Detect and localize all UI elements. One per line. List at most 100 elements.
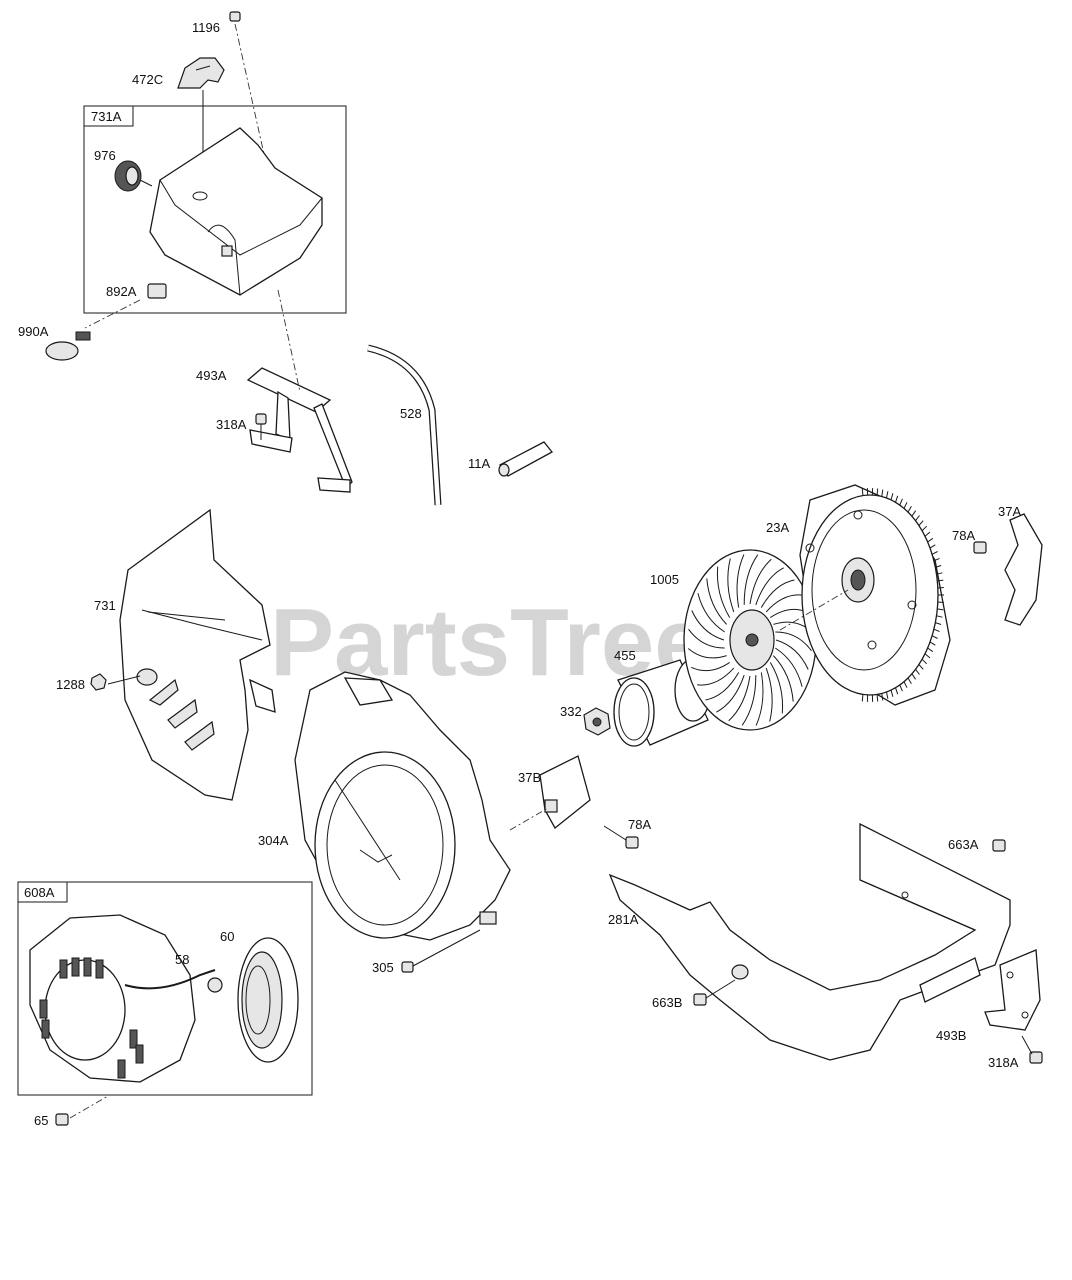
part-990A-knob[interactable] [45, 331, 91, 361]
flywheel-tooth [861, 694, 864, 702]
label-608A[interactable]: 608A [24, 885, 55, 900]
starter-vent-slot [41, 1019, 50, 1039]
label-493A[interactable]: 493A [196, 368, 227, 383]
starter-vent-slot [59, 959, 68, 979]
fan-blade [755, 567, 784, 606]
flywheel-tooth [881, 489, 884, 497]
label-37A[interactable]: 37A [998, 504, 1021, 519]
label-663A[interactable]: 663A [948, 837, 979, 852]
label-528[interactable]: 528 [400, 406, 422, 421]
label-990A[interactable]: 990A [18, 324, 49, 339]
part-37B-shield[interactable] [539, 755, 591, 829]
part-731-air-guide[interactable] [119, 508, 276, 801]
label-78A-mid[interactable]: 78A [628, 817, 651, 832]
part-493B-bracket[interactable] [984, 949, 1041, 1031]
fan-blade [697, 593, 725, 633]
flywheel-tooth [933, 628, 940, 633]
box-608A [17, 881, 313, 1096]
part-318A-screw-bottom[interactable] [1021, 1035, 1043, 1064]
fan-blade [749, 558, 772, 605]
part-305-screw[interactable] [401, 929, 481, 973]
label-731[interactable]: 731 [94, 598, 116, 613]
flywheel-tooth [935, 565, 942, 568]
fan-blade [736, 554, 745, 608]
part-472C-control[interactable] [177, 57, 225, 172]
flywheel-tooth [911, 510, 917, 517]
part-528-fuel-line[interactable] [367, 344, 442, 506]
fan-blade [769, 662, 784, 714]
starter-vent-slot [39, 999, 48, 1019]
label-1288[interactable]: 1288 [56, 677, 85, 692]
label-976[interactable]: 976 [94, 148, 116, 163]
part-1005-fan[interactable] [683, 549, 817, 731]
flywheel-tooth [890, 689, 894, 697]
label-65[interactable]: 65 [34, 1113, 48, 1128]
label-11A[interactable]: 11A [468, 456, 490, 471]
part-58-rope[interactable] [124, 969, 223, 993]
part-318A-screw-top[interactable] [255, 413, 267, 440]
part-608A-rewind-starter[interactable] [29, 914, 196, 1083]
label-472C[interactable]: 472C [132, 72, 163, 87]
part-65-screw[interactable] [55, 1095, 109, 1126]
label-281A[interactable]: 281A [608, 912, 639, 927]
part-11A-sleeve[interactable] [498, 441, 553, 477]
label-58[interactable]: 58 [175, 952, 189, 967]
part-493A-bracket[interactable] [246, 289, 353, 493]
flywheel-tooth [886, 691, 889, 699]
flywheel-tooth [918, 520, 924, 526]
label-1005[interactable]: 1005 [650, 572, 679, 587]
label-318A-bottom[interactable]: 318A [988, 1055, 1019, 1070]
label-37B[interactable]: 37B [518, 770, 541, 785]
label-731A[interactable]: 731A [91, 109, 122, 124]
fan-blade [728, 675, 751, 722]
part-37A-shield[interactable] [1004, 513, 1043, 626]
label-60[interactable]: 60 [220, 929, 234, 944]
part-1196-bolt[interactable] [229, 11, 269, 173]
label-318A-top[interactable]: 318A [216, 417, 247, 432]
flywheel-tooth [927, 537, 934, 543]
flywheel-tooth [924, 653, 931, 659]
flywheel-tooth [886, 491, 889, 499]
label-332[interactable]: 332 [560, 704, 582, 719]
label-1196[interactable]: 1196 [192, 20, 220, 35]
fan-blade [727, 558, 735, 613]
flywheel-tooth [921, 658, 928, 665]
part-281A-shroud[interactable] [608, 822, 1011, 1061]
flywheel-tooth [937, 601, 944, 603]
part-892A-switch[interactable] [84, 283, 167, 329]
fan-blade [743, 554, 759, 605]
part-304A-blower-housing[interactable] [294, 671, 511, 941]
label-78A-top[interactable]: 78A [952, 528, 975, 543]
label-23A[interactable]: 23A [766, 520, 789, 535]
label-455[interactable]: 455 [614, 648, 636, 663]
flywheel-tooth [937, 608, 944, 611]
part-60-pulley[interactable] [237, 937, 299, 1063]
part-663A-screw[interactable] [992, 839, 1006, 852]
flywheel-tooth [861, 488, 864, 496]
flywheel-tooth [899, 684, 903, 692]
part-976-primer-bulb[interactable] [114, 160, 153, 192]
flywheel-tooth [937, 579, 944, 582]
label-493B[interactable]: 493B [936, 1028, 966, 1043]
label-305[interactable]: 305 [372, 960, 394, 975]
label-663B[interactable]: 663B [652, 995, 682, 1010]
fan-blade [691, 610, 725, 641]
part-332-nut[interactable] [583, 707, 611, 736]
fan-blade [697, 667, 735, 686]
label-304A[interactable]: 304A [258, 833, 289, 848]
part-78A-screw-top[interactable] [973, 541, 987, 554]
flywheel-tooth [929, 544, 936, 549]
starter-vent-slot [129, 1029, 138, 1049]
flywheel-tooth [881, 693, 884, 701]
fan-blade [716, 566, 731, 618]
flywheel-tooth [899, 498, 903, 506]
part-731A-tank-cover[interactable] [149, 127, 323, 296]
part-1288-nut[interactable] [90, 673, 141, 691]
part-23A-flywheel[interactable] [799, 484, 951, 706]
fan-blade [775, 647, 803, 687]
part-78A-screw-mid[interactable] [509, 807, 639, 849]
label-892A[interactable]: 892A [106, 284, 137, 299]
flywheel-tooth [918, 664, 924, 670]
part-663B-screw[interactable] [693, 979, 736, 1006]
